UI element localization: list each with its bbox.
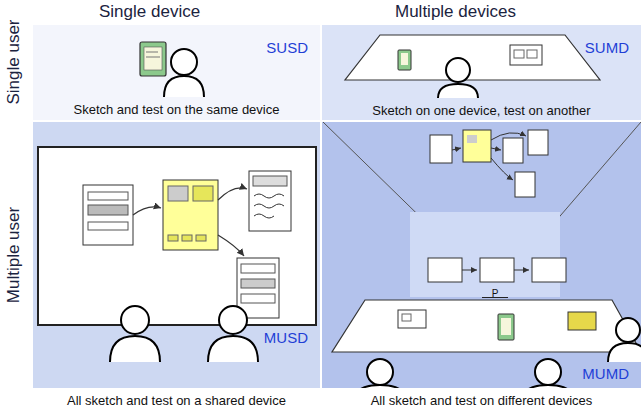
axis-holder: Single device <box>99 2 200 22</box>
quadrant-caption: Sketch on one device, test on another <box>372 103 590 118</box>
quadrant-caption: All sketch and test on different devices <box>371 393 593 408</box>
column-heading: Single device <box>99 2 200 22</box>
text-holder: Sketch and test on the same device <box>33 100 320 118</box>
tablet-user <box>140 42 204 97</box>
axis-holder: Single user <box>4 19 24 104</box>
text-holder: Sketch on one device, test on another <box>322 101 641 119</box>
text-holder: All sketch and test on a shared device <box>33 391 320 409</box>
text-holder: MUSD <box>264 329 308 347</box>
desk-user <box>345 35 600 98</box>
text-holder: MUMD <box>582 365 629 383</box>
quadrant-caption: Sketch and test on the same device <box>74 102 280 117</box>
quadrant-code: MUSD <box>264 329 308 346</box>
text-holder: All sketch and test on different devices <box>322 391 641 409</box>
axis-holder: Multiple user <box>4 207 24 303</box>
row-heading: Single user <box>4 19 24 104</box>
axis-holder: Multiple devices <box>395 2 516 22</box>
quadrant-caption: All sketch and test on a shared device <box>67 393 286 408</box>
column-heading: Multiple devices <box>395 2 516 22</box>
text-holder: SUMD <box>585 39 629 57</box>
quadrant-code: SUMD <box>585 39 629 56</box>
quadrant-code: MUMD <box>582 365 629 382</box>
quadrant-code: SUSD <box>266 39 308 56</box>
text-holder: SUSD <box>266 39 308 57</box>
projection-scene <box>323 122 641 388</box>
shared-display <box>38 147 316 362</box>
row-heading: Multiple user <box>4 207 24 303</box>
projector-label: P <box>492 288 499 299</box>
